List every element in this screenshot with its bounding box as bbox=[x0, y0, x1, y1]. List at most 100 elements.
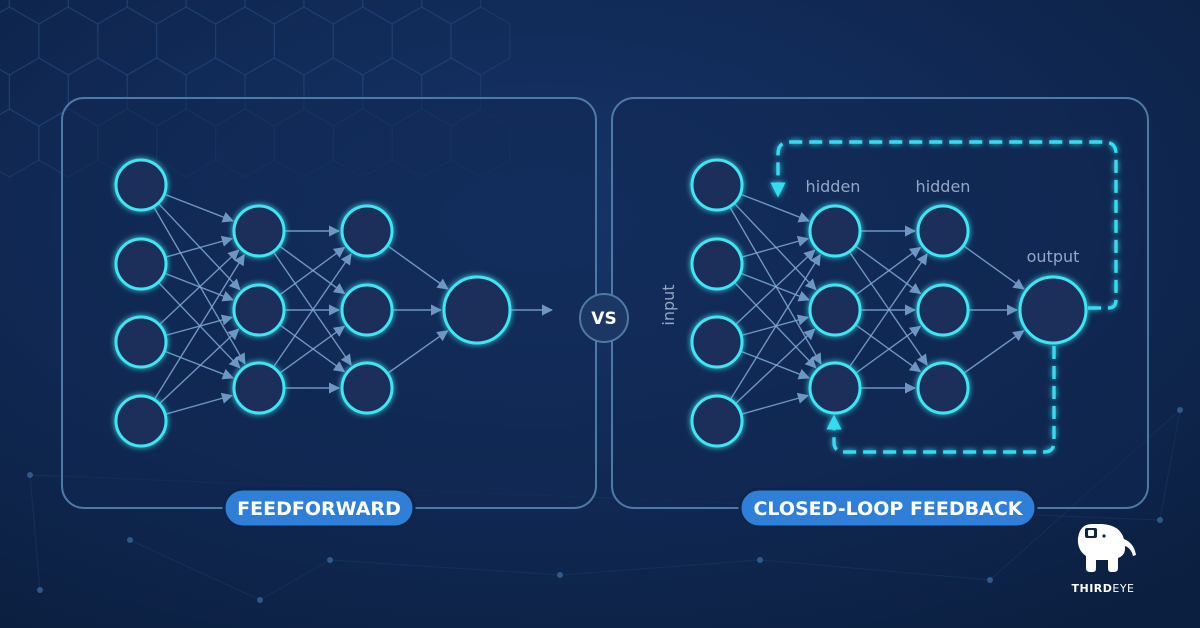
input-node bbox=[114, 237, 168, 291]
closed-loop-badge: CLOSED-LOOP FEEDBACK bbox=[738, 487, 1038, 529]
connection-edge bbox=[740, 314, 810, 337]
decor-dot bbox=[987, 577, 993, 583]
decor-line bbox=[29, 474, 41, 591]
label-hidden-2: hidden bbox=[916, 177, 971, 196]
brand-name-part-2: EYE bbox=[1112, 582, 1134, 595]
closed-loop-title: CLOSED-LOOP FEEDBACK bbox=[753, 498, 1023, 520]
input-node bbox=[114, 158, 168, 212]
decor-dot bbox=[27, 472, 33, 478]
decor-dot bbox=[757, 557, 763, 563]
connection-edge bbox=[164, 392, 234, 415]
vs-separator: VS bbox=[579, 293, 629, 343]
closed-loop-feedback-paths bbox=[770, 140, 1118, 454]
feedback-loop-top bbox=[770, 140, 1118, 310]
connection-edge bbox=[854, 324, 922, 373]
connection-edge bbox=[740, 350, 810, 380]
connection-edge bbox=[854, 325, 922, 374]
connection-edge bbox=[164, 235, 234, 258]
closed-loop-pill bbox=[738, 487, 1038, 529]
hidden-2-node bbox=[340, 204, 394, 258]
connection-edge bbox=[278, 324, 346, 373]
connection-edge bbox=[278, 325, 346, 374]
connection-edge bbox=[157, 281, 241, 369]
connection-edge bbox=[278, 246, 346, 296]
output-node bbox=[442, 275, 512, 345]
elephant-icon bbox=[1077, 524, 1136, 572]
decor-line bbox=[759, 559, 991, 581]
feedback-loop-bottom bbox=[826, 346, 1056, 454]
hidden-2-node bbox=[340, 361, 394, 415]
connection-edge bbox=[278, 245, 346, 295]
connection-edge bbox=[164, 350, 234, 380]
brand-logo: THIRDEYE bbox=[1071, 524, 1136, 595]
connection-edge bbox=[733, 202, 817, 291]
hidden-2-node bbox=[916, 283, 970, 337]
connection-edge bbox=[734, 249, 816, 326]
hidden-1-node bbox=[232, 283, 286, 337]
connection-edge bbox=[272, 251, 352, 366]
connection-edge bbox=[740, 235, 810, 258]
connection-edge bbox=[386, 245, 449, 290]
connection-edge bbox=[158, 328, 240, 405]
input-node bbox=[690, 237, 744, 291]
connection-edge bbox=[854, 245, 922, 295]
decor-dot bbox=[1157, 517, 1163, 523]
decor-dot bbox=[127, 537, 133, 543]
label-input: input bbox=[659, 284, 678, 325]
connection-edge bbox=[848, 253, 928, 368]
hidden-1-node bbox=[808, 204, 862, 258]
decor-dot bbox=[1177, 407, 1183, 413]
connection-edge bbox=[962, 245, 1025, 290]
decor-line bbox=[559, 559, 761, 576]
decor-line bbox=[259, 559, 331, 601]
hidden-1-node bbox=[808, 361, 862, 415]
hidden-1-node bbox=[232, 204, 286, 258]
input-node bbox=[690, 394, 744, 448]
feedforward-network bbox=[114, 158, 554, 448]
label-output: output bbox=[1027, 247, 1080, 266]
hidden-2-node bbox=[916, 361, 970, 415]
closed-loop-network bbox=[690, 158, 1088, 448]
decor-dot bbox=[557, 572, 563, 578]
connection-edge bbox=[157, 202, 241, 291]
decor-dot bbox=[327, 557, 333, 563]
feedforward-pill bbox=[222, 487, 416, 529]
connection-edge bbox=[386, 330, 449, 375]
connection-edge bbox=[962, 330, 1025, 375]
connection-edge bbox=[729, 253, 821, 401]
decor-line bbox=[329, 559, 561, 576]
connection-edge bbox=[848, 251, 928, 366]
feedforward-title: FEEDFORWARD bbox=[237, 498, 401, 520]
connection-edge bbox=[740, 272, 810, 302]
connection-edge bbox=[153, 253, 245, 401]
connection-edge bbox=[740, 193, 810, 223]
connection-edge bbox=[733, 281, 817, 369]
connection-edge bbox=[854, 246, 922, 296]
brand-name: THIRDEYE bbox=[1071, 582, 1134, 595]
label-hidden-1: hidden bbox=[806, 177, 861, 196]
connection-edge bbox=[164, 272, 234, 302]
decor-line bbox=[129, 539, 261, 601]
input-node bbox=[690, 158, 744, 212]
vs-label: VS bbox=[591, 309, 616, 329]
hidden-2-node bbox=[340, 283, 394, 337]
hidden-2-node bbox=[916, 204, 970, 258]
decor-dot bbox=[257, 597, 263, 603]
brand-name-part-1: THIRD bbox=[1071, 582, 1112, 595]
feedforward-badge: FEEDFORWARD bbox=[222, 487, 416, 529]
decor-line bbox=[1159, 409, 1181, 521]
connection-edge bbox=[164, 193, 234, 223]
input-node bbox=[690, 315, 744, 369]
vs-circle bbox=[579, 293, 629, 343]
input-node bbox=[114, 394, 168, 448]
connection-edge bbox=[158, 249, 240, 326]
decor-dot bbox=[37, 587, 43, 593]
hidden-1-node bbox=[808, 283, 862, 337]
input-node bbox=[114, 315, 168, 369]
connection-edge bbox=[272, 253, 352, 368]
connection-edge bbox=[164, 314, 234, 337]
output-node bbox=[1018, 275, 1088, 345]
hidden-1-node bbox=[232, 361, 286, 415]
connection-edge bbox=[740, 392, 810, 415]
